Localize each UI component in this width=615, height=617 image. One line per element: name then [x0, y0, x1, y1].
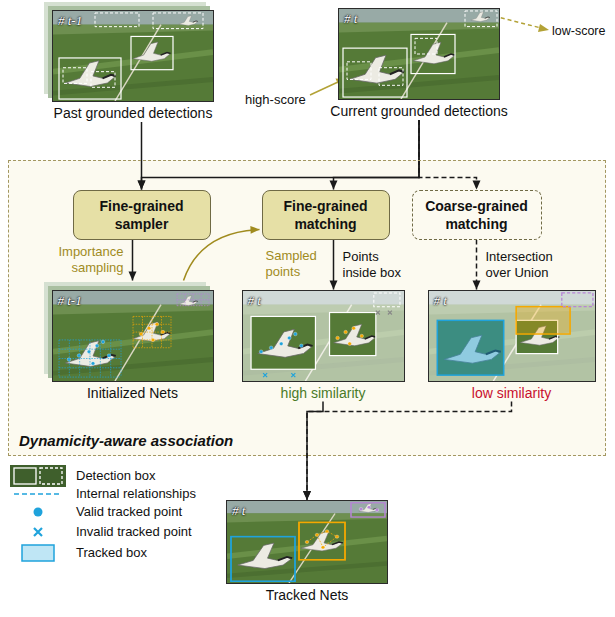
frame-index: # t [339, 10, 362, 28]
process-box: Fine-grained matching [262, 190, 390, 240]
detection-box-sample [10, 465, 66, 487]
arrowhead [303, 491, 311, 500]
panel-caption: high similarity [208, 385, 438, 402]
frame-index: # t [243, 292, 266, 310]
edge-label: Intersection over Union [484, 249, 572, 281]
panel-caption: Past grounded detections [18, 105, 248, 122]
process-box: Coarse-grained matching [412, 190, 542, 240]
connector [330, 240, 338, 290]
score-label: low-score [552, 24, 606, 38]
arrowhead [473, 281, 481, 290]
panel-caption: Initialized Nets [18, 385, 248, 402]
process-box: Fine-grained sampler [73, 190, 211, 240]
frame-index: # t [227, 502, 250, 520]
arrowhead [330, 281, 338, 290]
tracked-box-sample [22, 545, 54, 561]
legend-text: Invalid tracked point [76, 524, 192, 540]
edge-label: Importance sampling [32, 244, 126, 276]
invalid-point-sample [34, 528, 42, 536]
connector [303, 402, 512, 501]
legend-text: Internal relationships [76, 486, 196, 502]
valid-point-sample [34, 508, 43, 517]
connector [330, 120, 420, 190]
image-panel: # t-1Initialized Nets [52, 290, 214, 402]
box-label: Coarse-grained matching [419, 197, 535, 233]
image-frame: # t [242, 290, 405, 382]
frame-index: # t [429, 292, 452, 310]
image-frame: # t-1 [52, 10, 214, 102]
connector [473, 240, 481, 290]
legend-text: Detection box [76, 468, 156, 484]
image-frame: # t [338, 8, 500, 100]
connector [303, 402, 323, 501]
connector-line [142, 120, 420, 190]
frame-index: # t-1 [53, 292, 87, 310]
association-region: Dynamicity-aware association Fine-grained… [8, 160, 606, 456]
box-label: Fine-grained sampler [80, 197, 204, 233]
photo-illustration [429, 291, 595, 381]
connector-line [419, 120, 477, 190]
region-label: Dynamicity-aware association [19, 432, 233, 449]
arrowhead [330, 181, 338, 190]
arrowhead [138, 181, 146, 190]
arrowhead [303, 491, 311, 500]
connector [129, 240, 137, 281]
legend-symbols [10, 465, 66, 561]
panel-caption: low similarity [397, 385, 615, 402]
image-panel: # tTracked Nets [226, 500, 388, 604]
image-frame: # t [226, 500, 388, 584]
legend-text: Valid tracked point [76, 504, 182, 520]
arrowhead [138, 181, 146, 190]
image-frame: # t [428, 290, 596, 382]
connector-line [307, 402, 512, 501]
photo-illustration [227, 501, 387, 583]
connector-line [334, 120, 420, 190]
image-panel: # t-1Past grounded detections [52, 10, 214, 122]
edge-label: Sampled points [264, 248, 328, 280]
box-label: Fine-grained matching [269, 197, 383, 233]
photo-illustration [243, 291, 404, 381]
arrowhead [473, 181, 481, 190]
connector-line [307, 402, 323, 501]
score-label: high-score [245, 92, 306, 107]
internal-relationship-sample [14, 493, 62, 495]
panel-caption: Current grounded detections [304, 103, 534, 120]
connector [138, 120, 420, 190]
frame-index: # t-1 [53, 12, 87, 30]
image-panel: # tlow similarity [428, 290, 596, 402]
image-panel: # thigh similarity [242, 290, 405, 402]
edge-label: Points inside box [341, 249, 415, 281]
image-panel: # tCurrent grounded detections [338, 8, 500, 120]
arrowhead [250, 226, 259, 234]
connector [419, 120, 481, 190]
photo-illustration [339, 9, 499, 99]
arrowhead [129, 272, 137, 281]
legend-text: Tracked box [76, 545, 147, 561]
panel-caption: Tracked Nets [192, 587, 422, 604]
image-frame: # t-1 [52, 290, 214, 382]
